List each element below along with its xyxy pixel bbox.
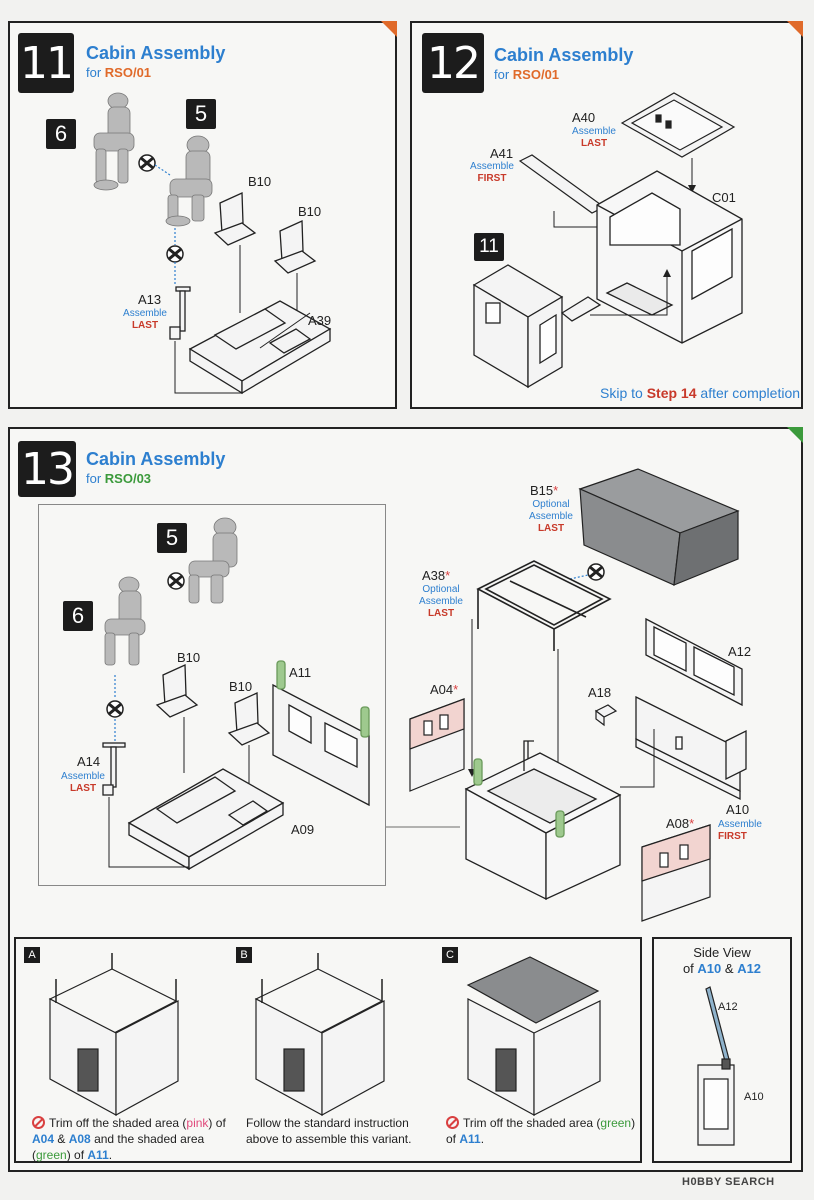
interior-subassembly-box: 5 6 [38,504,386,886]
part-label-a14: A14 [77,754,101,769]
variant-a-drawing [48,953,601,1117]
step-variant-line: for RSO/01 [86,65,151,80]
part-label-a41: A41 [490,146,514,161]
main-cab-drawing [386,468,747,922]
part-label-a10: A10 [726,802,750,817]
part-label-a18: A18 [588,685,612,700]
part-note-a13: Assemble LAST [123,308,167,331]
no-cut-icon [446,1116,459,1129]
step-13-panel: 13 Cabin Assembly for RSO/03 5 6 [8,427,803,1172]
step-variant-line: for RSO/01 [494,67,559,82]
step-12-panel: 12 Cabin Assembly for RSO/01 [410,21,803,409]
part-label-c01: C01 [712,190,736,205]
step-variant-line: for RSO/03 [86,471,151,486]
no-cut-icon [32,1116,45,1129]
side-view-box: Side View of A10 & A12 A12 A10 [652,937,792,1163]
side-view-label-a10: A10 [744,1091,764,1103]
part-note-a41: Assemble FIRST [470,161,514,184]
variant-a-note: Trim off the shaded area (pink) of A04 &… [32,1116,226,1163]
part-label-b10-a: B10 [248,174,272,189]
part-label-b10-b: B10 [229,679,253,694]
step-title: Cabin Assembly [494,45,634,65]
part-note-a38: Optional Assemble LAST [419,584,463,619]
part-label-b10-b: B10 [298,204,322,219]
skip-instruction: Skip to Step 14 after completion [600,385,801,401]
part-label-a08: A08* [666,816,695,831]
subassembly-11-ref: 11 [474,233,504,261]
step-12-drawing [472,92,743,389]
part-label-a12: A12 [728,644,752,659]
corner-marker-orange [381,21,397,37]
interior-drawing [102,517,370,871]
part-label-a13: A13 [138,292,162,307]
step-number: 11 [18,33,74,93]
variant-a-letter: A [24,947,40,963]
figure-6-number: 6 [46,119,76,149]
step-number: 13 [18,441,76,497]
part-label-a40: A40 [572,110,596,125]
watermark: H0BBY SEARCH [682,1176,775,1188]
figure-5-number: 5 [157,523,187,553]
part-label-a11: A11 [289,665,312,680]
variant-c-note: Trim off the shaded area (green) of A11. [446,1116,636,1147]
variant-c-letter: C [442,947,458,963]
for-prefix: for [86,65,102,80]
step-11-drawing [93,92,332,395]
side-view-title: Side View of A10 & A12 [682,945,762,977]
part-label-a09: A09 [291,822,315,837]
step-title: Cabin Assembly [86,43,226,63]
skip-step-link[interactable]: Step 14 [646,385,697,401]
part-note-a14: Assemble LAST [61,771,105,794]
for-prefix: for [86,471,102,486]
variants-box: A [14,937,642,1163]
variant-label: RSO/01 [104,65,152,80]
figure-6-number: 6 [63,601,93,631]
step-number: 12 [422,33,484,93]
corner-marker-green [787,427,803,443]
part-label-a04: A04* [430,682,459,697]
step-11-panel: 11 Cabin Assembly for RSO/01 6 5 [8,21,397,409]
side-view-drawing [697,986,735,1146]
part-label-a39: A39 [308,313,332,328]
part-note-b15: Optional Assemble LAST [529,499,573,534]
part-label-b10-a: B10 [177,650,201,665]
part-label-b15: B15* [530,483,559,498]
for-prefix: for [494,67,510,82]
part-label-a38: A38* [422,568,451,583]
variant-label: RSO/01 [512,67,560,82]
step-title: Cabin Assembly [86,449,226,469]
variant-label: RSO/03 [104,471,152,486]
side-view-label-a12: A12 [718,1001,738,1013]
corner-marker-orange [787,21,803,37]
part-note-a10: Assemble FIRST [718,819,762,842]
figure-5-number: 5 [186,99,216,129]
part-note-a40: Assemble LAST [572,126,616,149]
variant-b-note: Follow the standard instruction above to… [246,1116,412,1147]
variant-b-letter: B [236,947,252,963]
